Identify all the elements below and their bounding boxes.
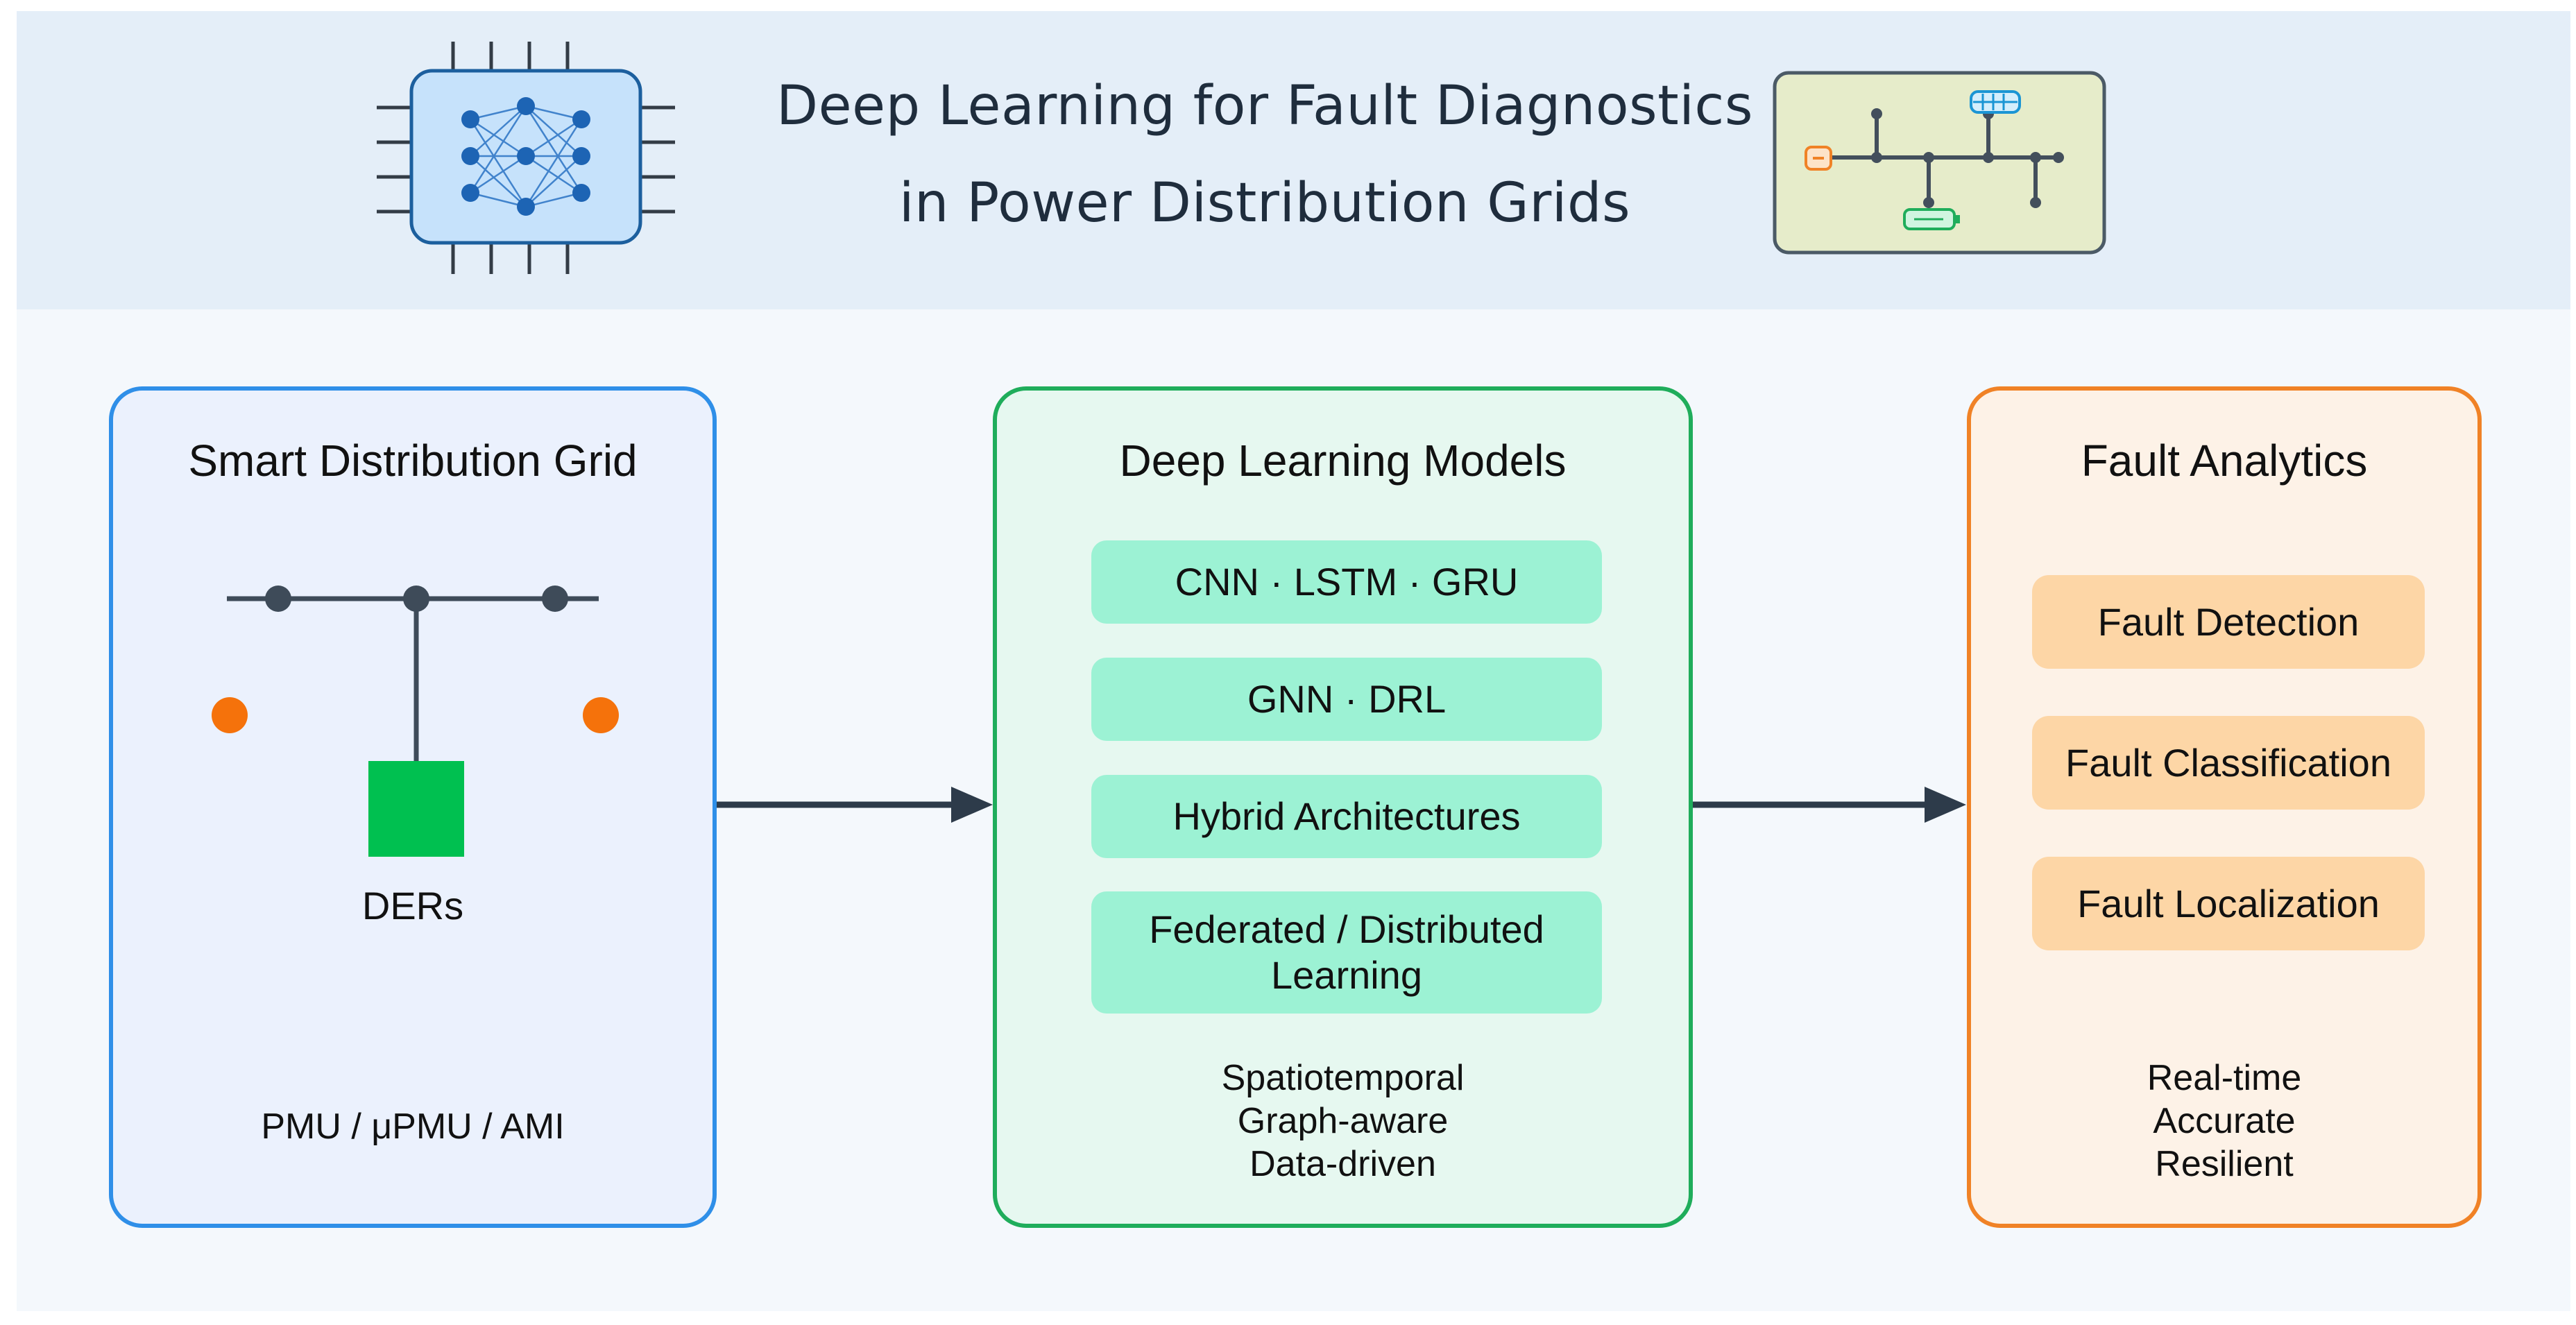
model-box-cnn-lstm-gru: CNN · LSTM · GRU [1091, 540, 1602, 624]
deep-learning-title: Deep Learning Models [1119, 436, 1567, 486]
model-box-federated: Federated / Distributed Learning [1091, 891, 1602, 1014]
arrow-right-icon [717, 787, 993, 823]
page-title-line-1: Deep Learning for Fault Diagnostics [776, 75, 1753, 137]
der-square-icon [368, 761, 464, 857]
model-captions: Spatiotemporal Graph-aware Data-driven [997, 1057, 1689, 1186]
sensor-caption: PMU / μPMU / AMI [261, 1106, 565, 1147]
caption-line: Real-time [2147, 1058, 2302, 1098]
grid-network-icon [1773, 71, 2106, 255]
model-box-hybrid: Hybrid Architectures [1091, 775, 1602, 858]
neural-network-chip-icon [377, 42, 675, 274]
caption-line: Graph-aware [1237, 1101, 1449, 1141]
bus-node [542, 585, 568, 612]
der-dot-icon [212, 697, 248, 733]
smart-grid-title: Smart Distribution Grid [188, 436, 638, 486]
der-label: DERs [361, 884, 464, 928]
smart-grid-panel: Smart Distribution Grid DERs PMU / μPMU … [109, 386, 717, 1228]
caption-line: Spatiotemporal [1221, 1058, 1465, 1098]
fault-localization-box: Fault Localization [2032, 857, 2425, 950]
caption-line: Resilient [2155, 1144, 2294, 1184]
bus-node [403, 585, 429, 612]
arrow-right-icon [1693, 787, 1966, 823]
grid-diagram [212, 585, 619, 857]
fault-analytics-panel: Fault Analytics Fault Detection Fault Cl… [1967, 386, 2482, 1228]
model-box-gnn-drl: GNN · DRL [1091, 658, 1602, 741]
analytics-captions: Real-time Accurate Resilient [1971, 1057, 2477, 1186]
bus-node [265, 585, 291, 612]
caption-line: Accurate [2153, 1101, 2296, 1141]
fault-detection-box: Fault Detection [2032, 575, 2425, 669]
fault-classification-box: Fault Classification [2032, 716, 2425, 810]
fault-analytics-title: Fault Analytics [2081, 436, 2368, 486]
deep-learning-panel: Deep Learning Models CNN · LSTM · GRU GN… [993, 386, 1693, 1228]
der-dot-icon [583, 697, 619, 733]
page-title-line-2: in Power Distribution Grids [898, 172, 1631, 234]
caption-line: Data-driven [1249, 1144, 1436, 1184]
